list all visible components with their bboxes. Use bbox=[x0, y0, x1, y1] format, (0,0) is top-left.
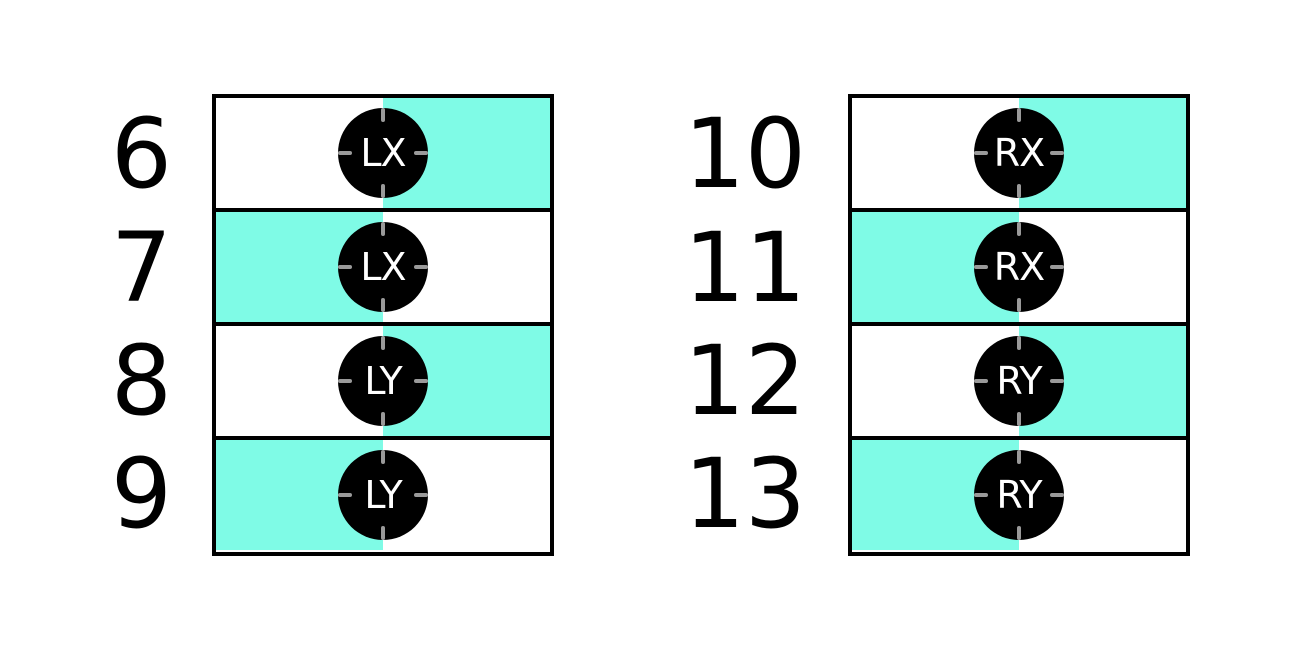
joystick-stick-icon: LY bbox=[338, 336, 428, 426]
stick-axis-label: LY bbox=[364, 359, 402, 403]
stick-axis-label: RY bbox=[996, 359, 1042, 403]
row-number-8: 8 bbox=[110, 325, 172, 437]
left-row-7: LX bbox=[216, 208, 550, 322]
row-number-7: 7 bbox=[110, 212, 172, 324]
left-row-6: LX bbox=[216, 98, 550, 208]
right-row-11: RX bbox=[852, 208, 1186, 322]
stick-axis-label: RY bbox=[996, 473, 1042, 517]
joystick-stick-icon: RX bbox=[974, 222, 1064, 312]
stick-axis-label: RX bbox=[993, 245, 1045, 289]
row-number-13: 13 bbox=[683, 438, 806, 550]
stick-axis-label: RX bbox=[993, 131, 1045, 175]
row-number-11: 11 bbox=[683, 212, 806, 324]
stick-axis-label: LX bbox=[360, 245, 406, 289]
stick-axis-label: LY bbox=[364, 473, 402, 517]
row-number-6: 6 bbox=[110, 98, 172, 210]
left-row-9: LY bbox=[216, 436, 550, 550]
joystick-stick-icon: RY bbox=[974, 450, 1064, 540]
joystick-stick-icon: LY bbox=[338, 450, 428, 540]
row-number-12: 12 bbox=[683, 325, 806, 437]
row-number-9: 9 bbox=[110, 438, 172, 550]
left-row-8: LY bbox=[216, 322, 550, 436]
stick-axis-label: LX bbox=[360, 131, 406, 175]
right-row-13: RY bbox=[852, 436, 1186, 550]
right-stick-group: RX RX RY RY bbox=[848, 94, 1190, 556]
joystick-stick-icon: RY bbox=[974, 336, 1064, 426]
right-row-12: RY bbox=[852, 322, 1186, 436]
left-stick-group: LX LX LY LY bbox=[212, 94, 554, 556]
joystick-stick-icon: LX bbox=[338, 222, 428, 312]
row-number-10: 10 bbox=[683, 98, 806, 210]
right-row-10: RX bbox=[852, 98, 1186, 208]
joystick-stick-icon: LX bbox=[338, 108, 428, 198]
joystick-stick-icon: RX bbox=[974, 108, 1064, 198]
